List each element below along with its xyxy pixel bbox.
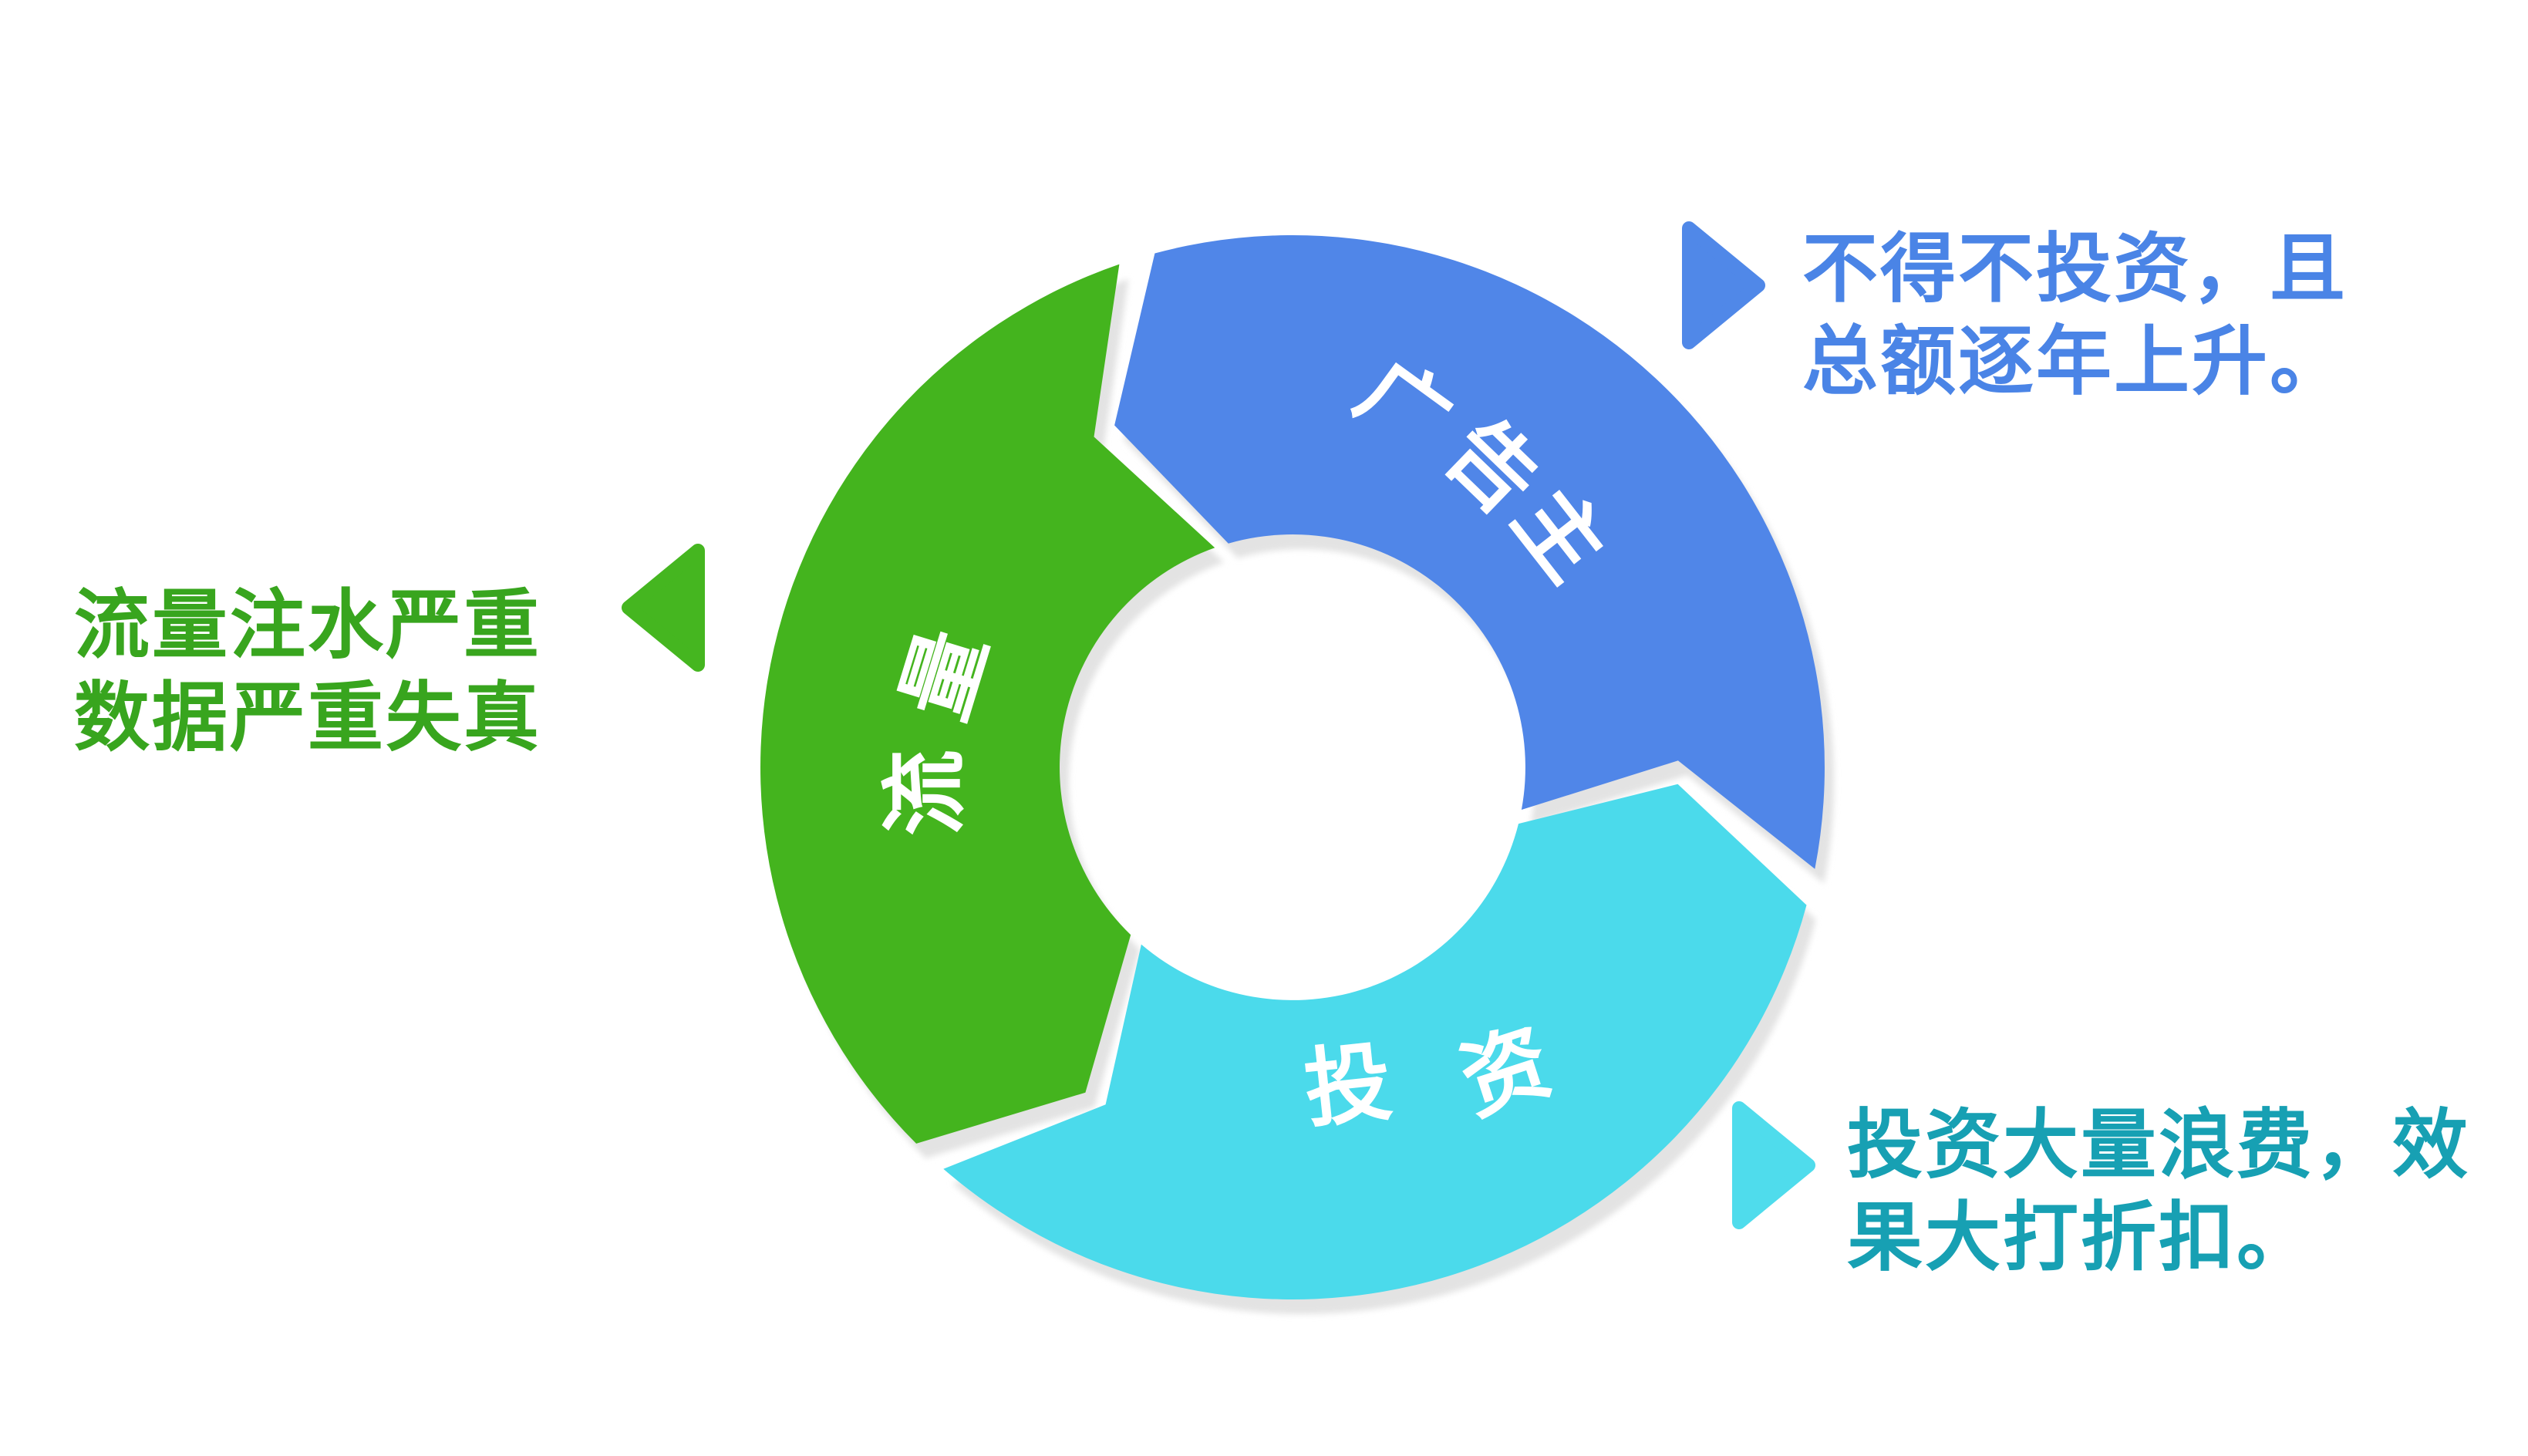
advertiser-note: 不得不投资，且 总额逐年上升。 <box>1802 222 2348 407</box>
segment-investment <box>943 784 1807 1299</box>
advertiser-arrow-icon <box>1682 221 1765 349</box>
traffic-arrow-icon <box>622 544 705 672</box>
segment-advertiser <box>1114 234 1825 869</box>
advertiser-note-line1: 不得不投资，且 <box>1802 226 2348 311</box>
traffic-note-line1: 流量注水严重 <box>74 582 542 667</box>
advertiser-note-line2: 总额逐年上升。 <box>1802 318 2348 403</box>
traffic-note-line2: 数据严重失真 <box>74 675 542 760</box>
right-triangle-icon <box>1682 221 1765 349</box>
right-triangle-icon <box>1732 1101 1815 1229</box>
ring-segment-group <box>760 234 1825 1299</box>
investment-note-line1: 投资大量浪费，效 <box>1847 1102 2471 1187</box>
segment-label-traffic-char0: 流 <box>878 750 974 836</box>
investment-note: 投资大量浪费，效 果大打折扣。 <box>1847 1098 2470 1283</box>
investment-arrow-icon <box>1732 1101 1815 1229</box>
traffic-note: 流量注水严重 数据严重失真 <box>74 578 541 763</box>
left-triangle-icon <box>622 544 705 672</box>
segment-label-investment-char0: 投 <box>1300 1033 1396 1138</box>
investment-note-line2: 果大打折扣。 <box>1847 1195 2315 1279</box>
segment-traffic <box>760 264 1215 1144</box>
